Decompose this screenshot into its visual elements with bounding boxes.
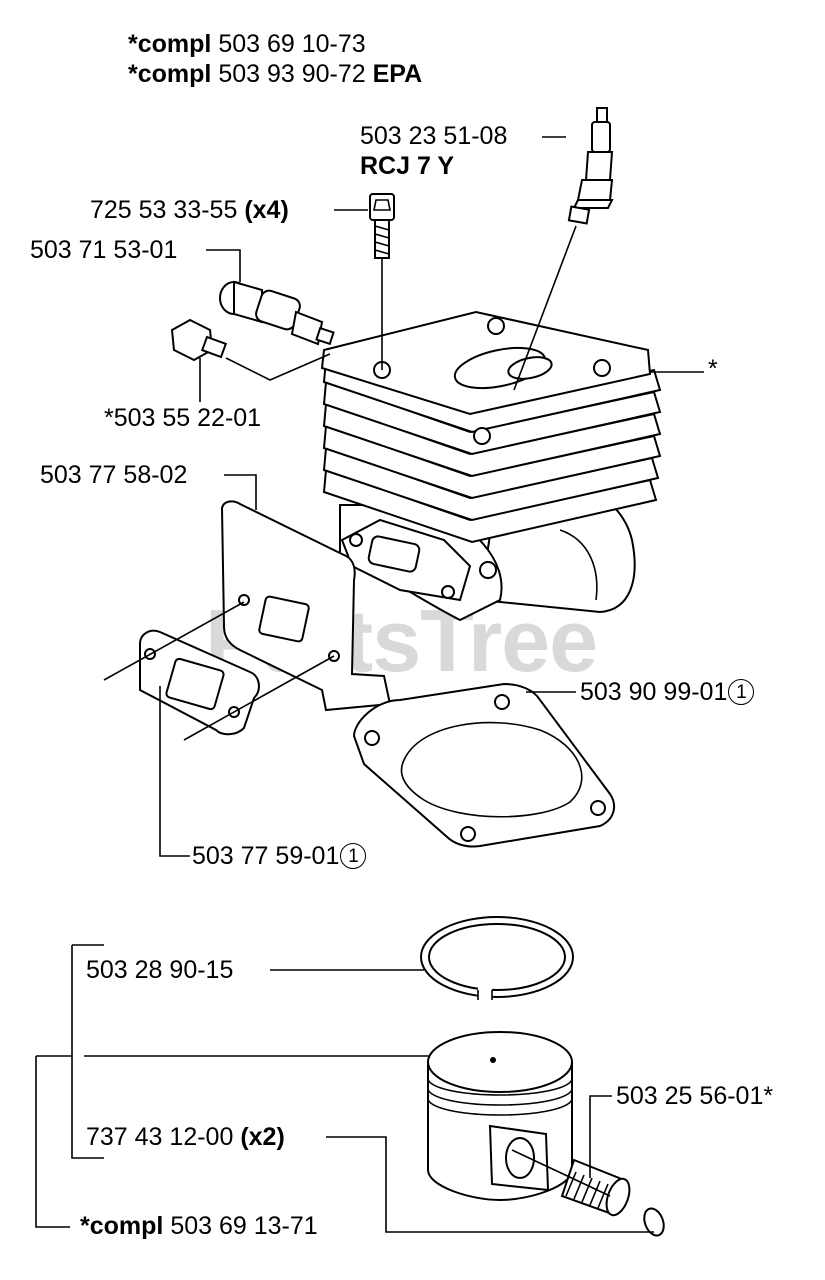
heat-shield-drawing: [220, 500, 392, 712]
heat-shield-label: 503 77 58-02: [40, 461, 188, 489]
base-gasket-drawing: [352, 682, 616, 848]
cylinder-screw-drawing: [369, 193, 395, 259]
spark-plug-number: 503 23 51-08: [360, 122, 508, 150]
piston-ring-drawing: [420, 916, 574, 1002]
needle-bearing-label: 503 25 56-01*: [616, 1082, 774, 1110]
piston-ring-label: 503 28 90-15: [86, 956, 234, 984]
valve-label: 503 71 53-01: [30, 236, 178, 264]
footnote-circle: 1: [728, 679, 755, 705]
spark-plug-drawing: [567, 107, 614, 225]
piston-kit-label: *compl 503 69 13-71: [80, 1212, 318, 1240]
screw-label: 725 53 33-55 (x4): [90, 196, 289, 224]
needle-bearing-drawing: [560, 1158, 631, 1217]
piston-drawing: [427, 1031, 573, 1202]
header-line-1: *compl 503 69 10-73: [128, 30, 366, 58]
decompression-valve-drawing: [219, 280, 335, 346]
cylinder-marker: *: [708, 355, 718, 383]
spark-plug-type: RCJ 7 Y: [360, 152, 455, 180]
circlip-drawing: [643, 1207, 665, 1237]
header-line-2: *compl 503 93 90-72 EPA: [128, 60, 423, 88]
cylinder-drawing: [320, 310, 662, 622]
circlip-label: 737 43 12-00 (x2): [86, 1123, 285, 1151]
plug-label: *503 55 22-01: [104, 404, 262, 432]
plug-drawing: [170, 318, 228, 362]
footnote-circle: 1: [340, 843, 367, 869]
leader-lines: [35, 136, 704, 1233]
